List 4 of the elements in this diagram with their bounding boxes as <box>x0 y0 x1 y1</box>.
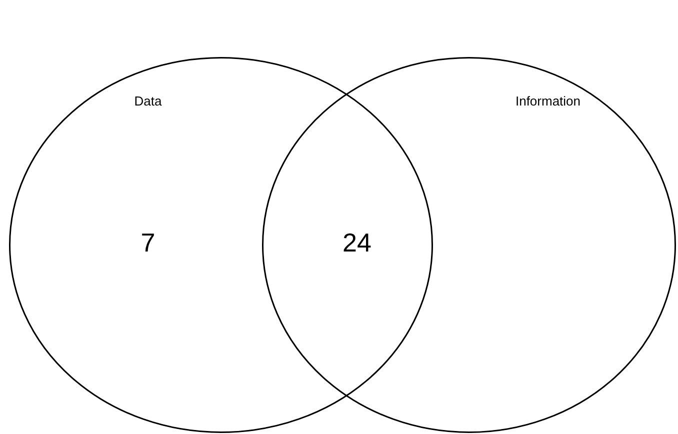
count-number: 7 <box>140 228 156 258</box>
count-number: 24 <box>342 228 372 258</box>
set-label: Information <box>515 94 581 108</box>
set-label: Data <box>134 94 162 108</box>
